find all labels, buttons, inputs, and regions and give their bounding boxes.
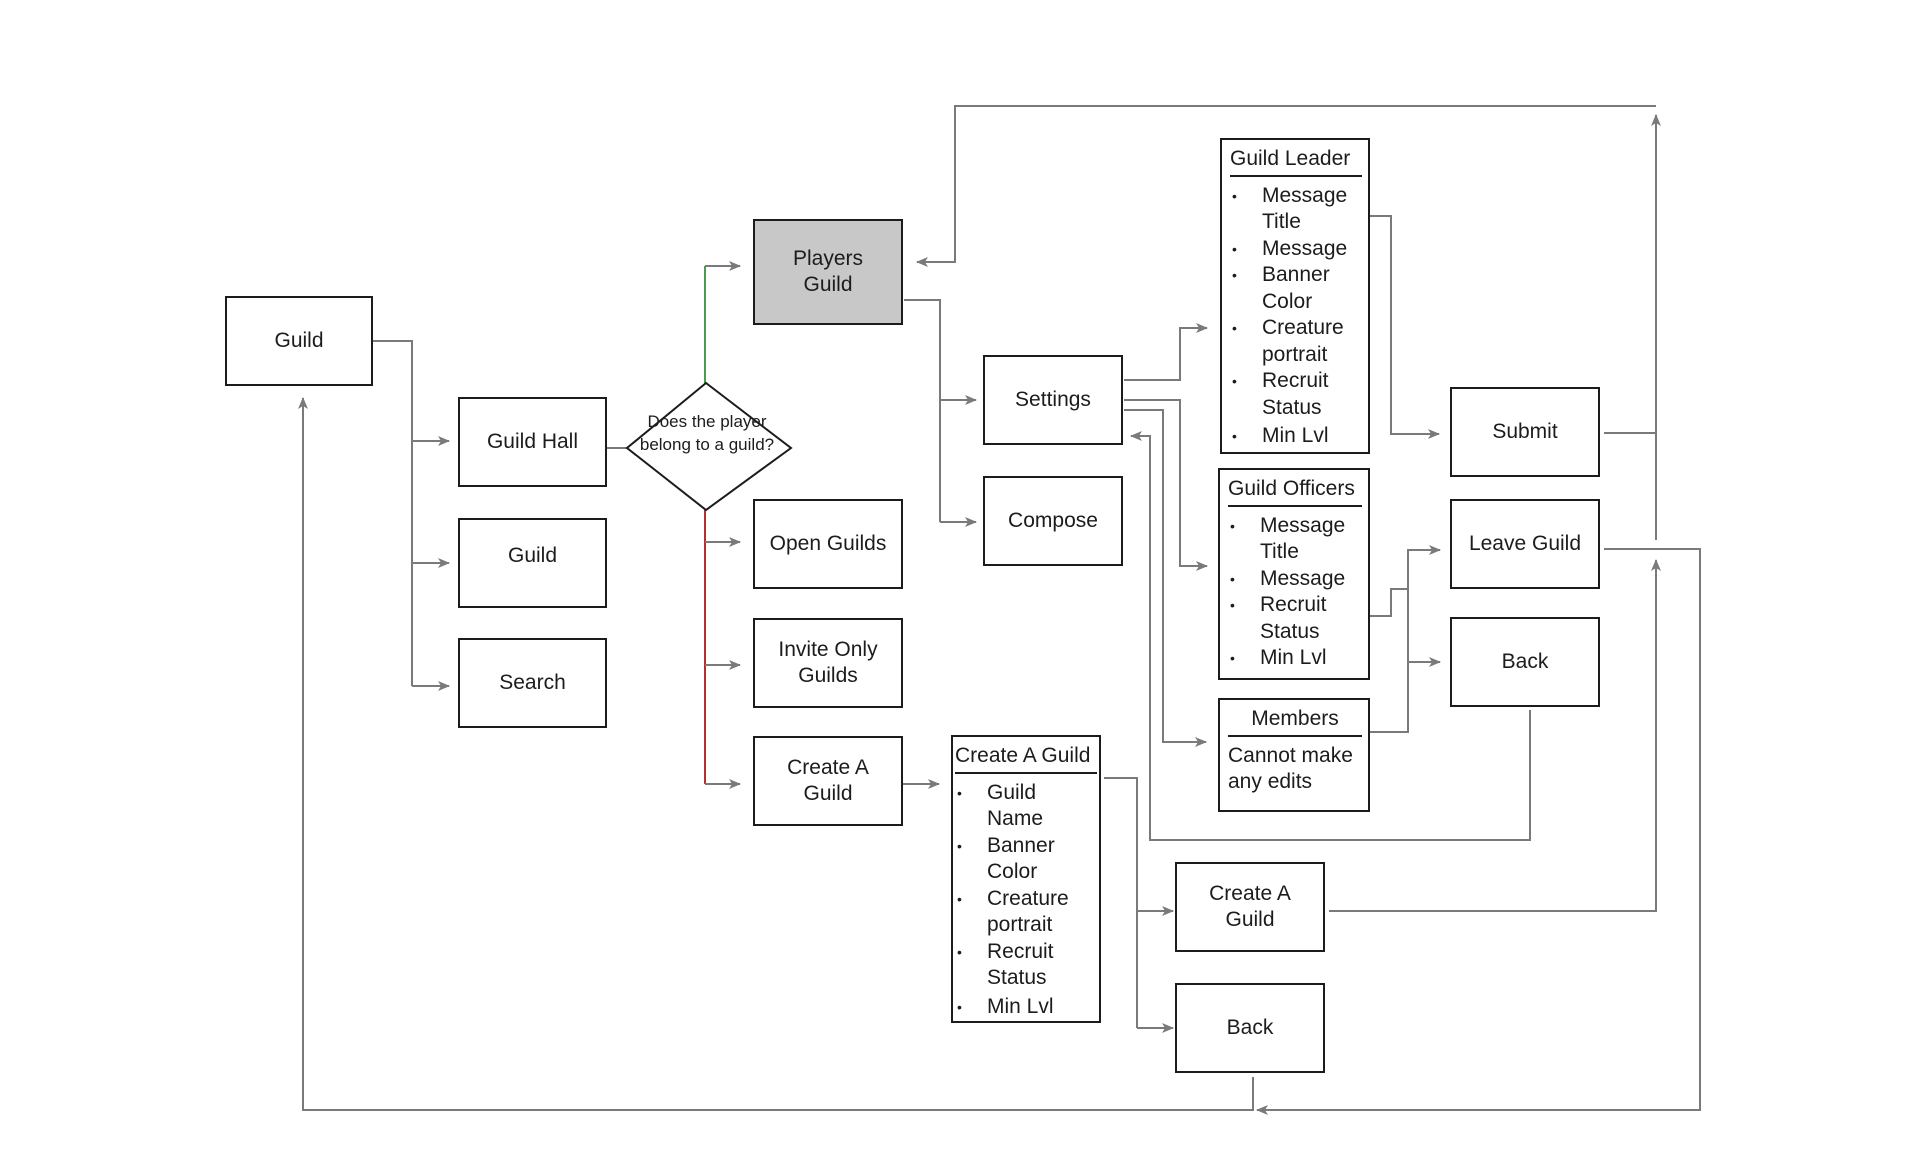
list-item: Message Title bbox=[1230, 513, 1362, 566]
connector-create-confirm-out bbox=[1329, 559, 1661, 912]
connector-back-return bbox=[1130, 431, 1531, 841]
guild-leader-panel: Guild Leader Message Title Message Banne… bbox=[1220, 138, 1370, 454]
back-bottom-node: Back bbox=[1175, 983, 1325, 1073]
leave-guild-node: Leave Guild bbox=[1450, 499, 1600, 589]
list-item: Min Lvl bbox=[1232, 423, 1362, 450]
guild-officers-title: Guild Officers bbox=[1228, 476, 1362, 507]
guild-hall-label: Guild Hall bbox=[486, 430, 579, 453]
create-a-guild-node: Create A Guild bbox=[753, 736, 903, 826]
open-guilds-label: Open Guilds bbox=[769, 532, 887, 555]
connector-root-trunk bbox=[372, 340, 413, 686]
players-guild-node: Players Guild bbox=[753, 219, 903, 325]
create-guild-form-title: Create A Guild bbox=[955, 743, 1097, 774]
invite-only-guilds-node: Invite Only Guilds bbox=[753, 618, 903, 708]
search-label: Search bbox=[499, 671, 566, 694]
list-item: Message Title bbox=[1232, 183, 1362, 236]
decision-label: Does the player belong to a guild? bbox=[639, 412, 775, 454]
back-right-node: Back bbox=[1450, 617, 1600, 707]
compose-label: Compose bbox=[1008, 509, 1098, 532]
create-guild-form-list: Guild Name Banner Color Creature portrai… bbox=[955, 780, 1097, 1021]
back-right-label: Back bbox=[1501, 650, 1549, 673]
guild-root-label: Guild bbox=[274, 329, 324, 352]
create-a-guild-confirm-label: Create A Guild bbox=[1209, 882, 1291, 931]
create-guild-form-panel: Create A Guild Guild Name Banner Color C… bbox=[951, 735, 1101, 1023]
create-a-guild-confirm-node: Create A Guild bbox=[1175, 862, 1325, 952]
submit-node: Submit bbox=[1450, 387, 1600, 477]
members-note: Cannot make any edits bbox=[1228, 743, 1353, 794]
list-item: Creature portrait bbox=[1232, 315, 1362, 368]
list-item: Message bbox=[1230, 566, 1362, 593]
connector-to-members bbox=[1124, 409, 1207, 747]
connector-pg-trunk bbox=[904, 299, 941, 522]
search-node: Search bbox=[458, 638, 607, 728]
create-a-guild-label: Create A Guild bbox=[787, 756, 869, 805]
guild-officers-panel: Guild Officers Message Title Message Rec… bbox=[1218, 468, 1370, 680]
connector-to-officers bbox=[1124, 399, 1208, 571]
list-item: Banner Color bbox=[1232, 262, 1362, 315]
list-item: Min Lvl bbox=[957, 994, 1097, 1021]
list-item: Min Lvl bbox=[1230, 645, 1362, 672]
invite-only-guilds-label: Invite Only Guilds bbox=[778, 638, 878, 687]
list-item: Recruit Status bbox=[957, 939, 1097, 992]
guild-node: Guild bbox=[458, 518, 607, 608]
members-title: Members bbox=[1228, 706, 1362, 737]
list-item: Message bbox=[1232, 236, 1362, 263]
connector-to-back-right bbox=[1407, 589, 1441, 667]
connector-back-bottom-out bbox=[298, 397, 1254, 1111]
guild-officers-list: Message Title Message Recruit Status Min… bbox=[1228, 513, 1362, 672]
connector-top-return bbox=[916, 105, 1656, 267]
list-item: Recruit Status bbox=[1232, 368, 1362, 421]
leave-guild-label: Leave Guild bbox=[1468, 532, 1582, 555]
open-guilds-node: Open Guilds bbox=[753, 499, 903, 589]
list-item: Guild Name bbox=[957, 780, 1097, 833]
guild-root-node: Guild bbox=[225, 296, 373, 386]
guild-leader-list: Message Title Message Banner Color Creat… bbox=[1230, 183, 1362, 450]
connector-form-trunk bbox=[1104, 777, 1138, 1028]
decision-diamond bbox=[625, 381, 793, 512]
list-item: Creature portrait bbox=[957, 886, 1097, 939]
back-bottom-label: Back bbox=[1226, 1016, 1274, 1039]
players-guild-label: Players Guild bbox=[792, 247, 864, 296]
connector-officers-out bbox=[1370, 545, 1441, 617]
connector-leader-out bbox=[1370, 215, 1440, 439]
connector-leave-out bbox=[1256, 548, 1701, 1115]
list-item: Recruit Status bbox=[1230, 592, 1362, 645]
submit-label: Submit bbox=[1492, 420, 1558, 443]
guild-label: Guild bbox=[507, 544, 558, 567]
list-item: Banner Color bbox=[957, 833, 1097, 886]
connector-members-out bbox=[1370, 662, 1409, 733]
connector-to-leader bbox=[1124, 323, 1208, 381]
settings-node: Settings bbox=[983, 355, 1123, 445]
guild-hall-node: Guild Hall bbox=[458, 397, 607, 487]
members-panel: Members Cannot make any edits bbox=[1218, 698, 1370, 812]
guild-leader-title: Guild Leader bbox=[1230, 146, 1362, 177]
compose-node: Compose bbox=[983, 476, 1123, 566]
settings-label: Settings bbox=[1015, 388, 1091, 411]
